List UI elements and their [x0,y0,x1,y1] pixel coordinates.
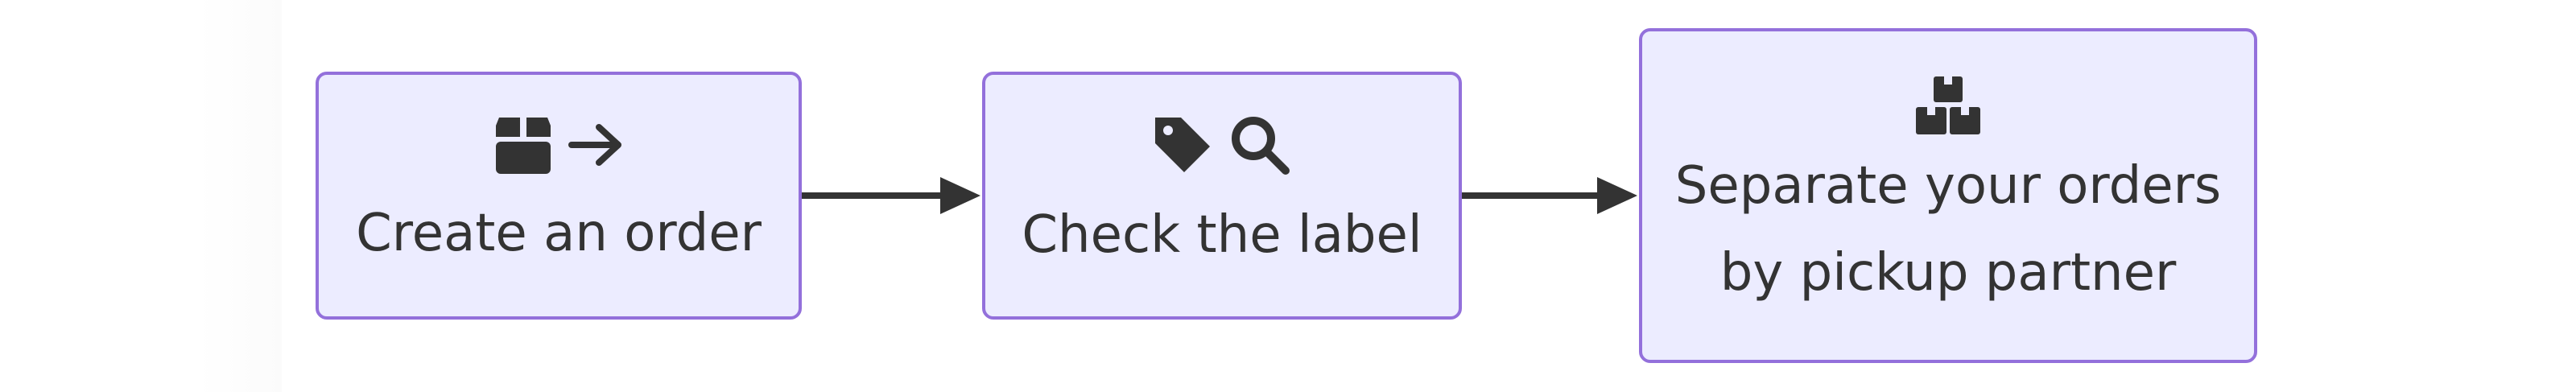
background-shade [0,0,282,392]
stacked-boxes-icon [1914,75,1982,139]
arrowhead-2 [1597,177,1637,214]
node-icons [1914,75,1982,139]
node-create-order[interactable]: Create an order [316,72,802,320]
node-label: Create an order [356,204,762,263]
magnifier-icon [1228,113,1292,180]
node-label: Check the label [1022,205,1422,265]
node-separate-orders[interactable]: Separate your orders by pickup partner [1639,28,2257,363]
node-label: Separate your orders by pickup partner [1674,156,2222,303]
arrow-right-icon [568,121,625,172]
node-icons [1152,113,1292,180]
node-check-label[interactable]: Check the label [982,72,1462,320]
arrowhead-1 [940,177,980,214]
node-icons [493,114,625,179]
edge-check-to-separate [1462,177,1637,214]
box-icon [493,114,554,179]
tag-icon [1152,114,1213,179]
edge-create-to-check [802,177,980,214]
